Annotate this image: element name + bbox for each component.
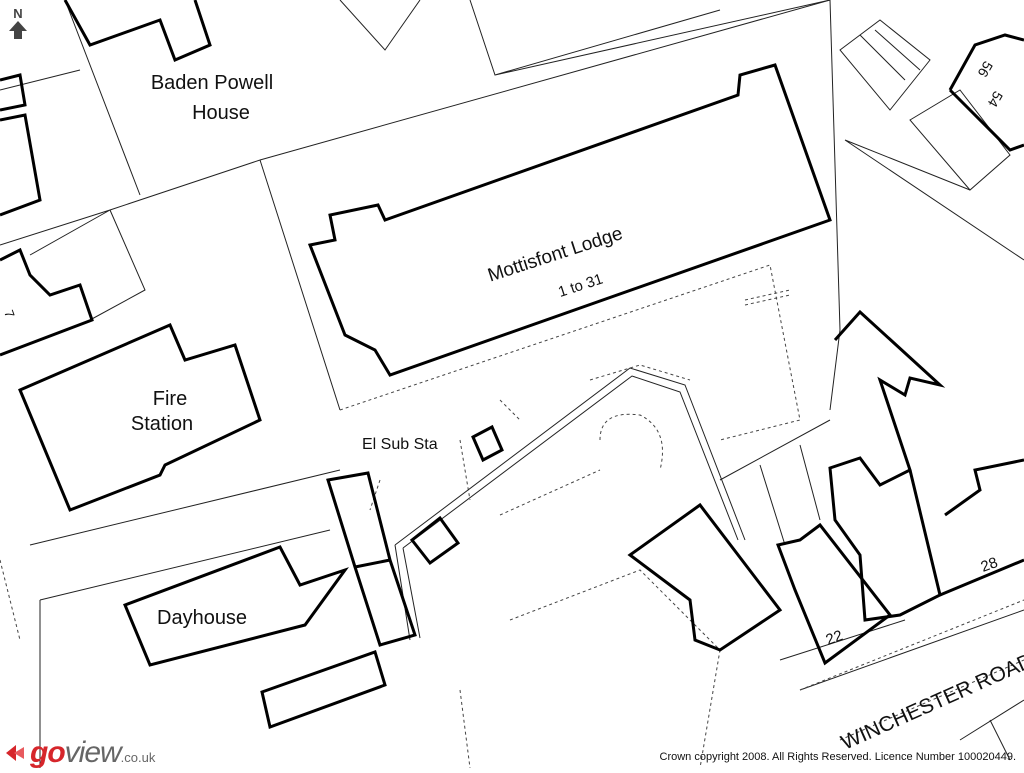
logo-arrow-icon	[4, 742, 26, 764]
label-56: 56	[975, 59, 997, 81]
logo-tld: .co.uk	[121, 750, 156, 765]
label-el-sub-sta: El Sub Sta	[362, 436, 438, 453]
north-arrow-stem	[14, 31, 22, 39]
buildings	[0, 0, 1024, 727]
label-baden-powell: Baden Powell	[151, 72, 273, 94]
label-dayhouse: Dayhouse	[157, 607, 247, 629]
goview-logo[interactable]: go view .co.uk	[4, 736, 155, 770]
label-7: 7	[1, 308, 18, 320]
label-winchester-road: WINCHESTER ROAD	[838, 649, 1024, 754]
logo-view: view	[65, 736, 121, 770]
copyright-notice: Crown copyright 2008. All Rights Reserve…	[660, 751, 1016, 763]
label-house: House	[192, 102, 250, 124]
north-arrow-icon	[9, 21, 27, 31]
label-fire: Fire	[153, 388, 187, 410]
north-arrow: N	[8, 6, 28, 39]
north-label: N	[8, 6, 28, 21]
driveway	[395, 368, 745, 640]
label-station: Station	[131, 413, 193, 435]
label-54: 54	[985, 89, 1007, 111]
dashed-paths	[0, 265, 1024, 768]
label-mottisfont-numbers: 1 to 31	[556, 271, 605, 301]
logo-go: go	[30, 736, 65, 770]
label-mottisfont-lodge: Mottisfont Lodge	[485, 223, 625, 286]
